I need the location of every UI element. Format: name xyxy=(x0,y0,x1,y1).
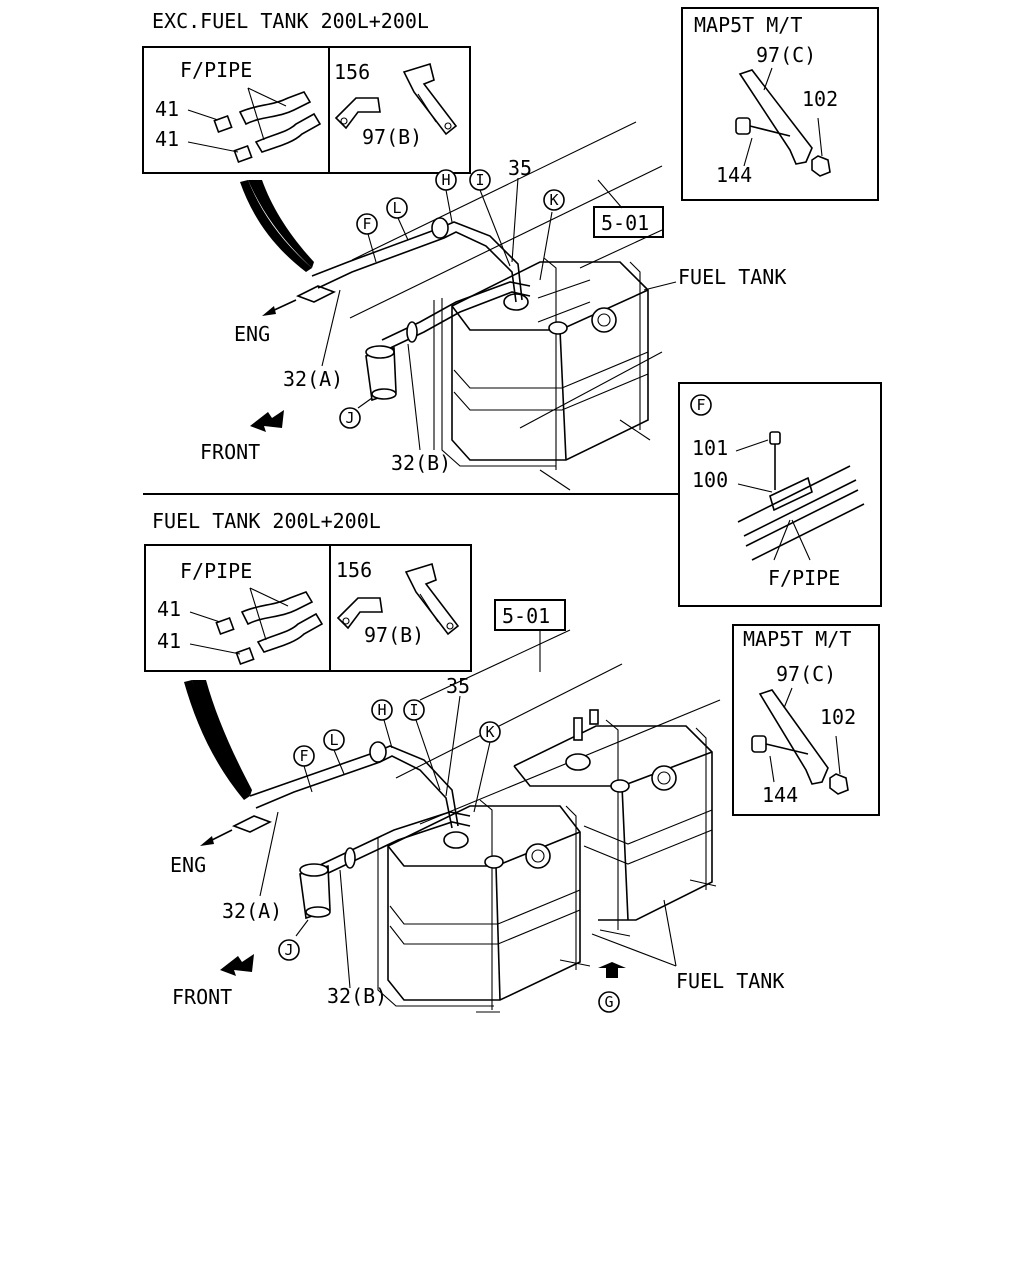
top-ref-box: 5-01 xyxy=(593,179,664,238)
svg-text:I: I xyxy=(409,701,418,719)
top-inset-bracket-97b: 97(B) xyxy=(362,125,422,149)
svg-text:H: H xyxy=(441,171,450,189)
bracket-156-drawing xyxy=(334,97,381,130)
svg-text:G: G xyxy=(604,993,613,1011)
top-map5t-bracket-97c: 97(C) xyxy=(756,43,816,67)
bottom-assembly-drawing xyxy=(184,629,721,1013)
bottom-label-eng: ENG xyxy=(170,853,206,877)
top-marker-I: I xyxy=(469,169,491,191)
svg-text:L: L xyxy=(392,199,401,217)
bottom-view-g-arrow-icon xyxy=(598,962,626,978)
bottom-marker-J: J xyxy=(278,939,300,961)
top-marker-F: F xyxy=(356,213,378,235)
top-label-35: 35 xyxy=(508,156,532,180)
svg-text:I: I xyxy=(475,171,484,189)
top-label-32a: 32(A) xyxy=(283,367,343,391)
top-ref-5-01: 5-01 xyxy=(601,211,649,235)
top-marker-J: J xyxy=(339,407,361,429)
bottom-map5t-bolt-144: 144 xyxy=(762,783,798,807)
bottom-label-35: 35 xyxy=(446,674,470,698)
bottom-marker-L: L xyxy=(323,729,345,751)
top-map5t-bolt-144: 144 xyxy=(716,163,752,187)
top-label-32b: 32(B) xyxy=(391,451,451,475)
svg-text:F: F xyxy=(362,215,371,233)
top-label-fuel-tank: FUEL TANK xyxy=(678,265,786,289)
top-inset-clip-41-b: 41 xyxy=(155,127,179,151)
bracket-97b-drawing xyxy=(402,62,458,136)
top-marker-H: H xyxy=(435,169,457,191)
clip-detail-bolt-101: 101 xyxy=(692,436,728,460)
bottom-marker-K: K xyxy=(479,721,501,743)
bottom-marker-H: H xyxy=(371,699,393,721)
bottom-ref-box: 5-01 xyxy=(494,599,566,672)
top-map5t-nut-102: 102 xyxy=(802,87,838,111)
top-inset-bracket-156: 156 xyxy=(334,60,370,84)
top-marker-L: L xyxy=(386,197,408,219)
bottom-label-32a: 32(A) xyxy=(222,899,282,923)
svg-text:F: F xyxy=(696,396,705,414)
top-heading: EXC.FUEL TANK 200L+200L xyxy=(152,9,429,33)
bottom-map5t-bracket-97c: 97(C) xyxy=(776,662,836,686)
svg-text:J: J xyxy=(284,941,293,959)
svg-text:K: K xyxy=(549,191,558,209)
bottom-label-fuel-tank: FUEL TANK xyxy=(676,969,784,993)
svg-text:H: H xyxy=(377,701,386,719)
bottom-label-32b: 32(B) xyxy=(327,984,387,1008)
top-front-arrow-icon xyxy=(250,410,284,432)
top-label-eng: ENG xyxy=(234,322,270,346)
bottom-map5t-box: MAP5T M/T 97(C) 102 144 xyxy=(732,624,880,816)
top-marker-K: K xyxy=(543,189,565,211)
bottom-heading: FUEL TANK 200L+200L xyxy=(152,509,381,533)
bottom-map5t-title: MAP5T M/T xyxy=(743,627,851,651)
svg-text:K: K xyxy=(485,723,494,741)
clip-detail-clip-100: 100 xyxy=(692,468,728,492)
clip-detail-box: F 101 100 F/PIPE xyxy=(678,382,882,607)
bottom-front-arrow-icon xyxy=(220,954,254,976)
clip-detail-marker-F: F xyxy=(690,394,712,416)
fpipe-pipes-drawing xyxy=(187,87,322,164)
bottom-inset-fpipe-label: F/PIPE xyxy=(180,559,252,583)
top-map5t-title: MAP5T M/T xyxy=(694,13,802,37)
svg-text:J: J xyxy=(345,409,354,427)
bottom-ref-5-01: 5-01 xyxy=(502,604,550,628)
bottom-marker-F: F xyxy=(293,745,315,767)
top-label-front: FRONT xyxy=(200,440,260,464)
bottom-marker-I: I xyxy=(403,699,425,721)
bottom-inset-box: F/PIPE 41 41 156 97(B) xyxy=(144,544,472,672)
bottom-label-front: FRONT xyxy=(172,985,232,1009)
bottom-marker-G: G xyxy=(598,991,620,1013)
bottom-inset-clip-41-a: 41 xyxy=(157,597,181,621)
top-assembly-drawing xyxy=(240,121,677,491)
top-inset-fpipe-label: F/PIPE xyxy=(180,58,252,82)
bottom-inset-bracket-97b: 97(B) xyxy=(364,623,424,647)
top-inset-box: F/PIPE 41 41 156 97(B) xyxy=(142,46,471,174)
bottom-inset-bracket-156: 156 xyxy=(336,558,372,582)
bottom-map5t-nut-102: 102 xyxy=(820,705,856,729)
bottom-inset-clip-41-b: 41 xyxy=(157,629,181,653)
svg-text:L: L xyxy=(329,731,338,749)
top-map5t-box: MAP5T M/T 97(C) 102 144 xyxy=(681,7,879,201)
clip-detail-fpipe: F/PIPE xyxy=(768,566,840,590)
svg-text:F: F xyxy=(299,747,308,765)
top-inset-clip-41-a: 41 xyxy=(155,97,179,121)
